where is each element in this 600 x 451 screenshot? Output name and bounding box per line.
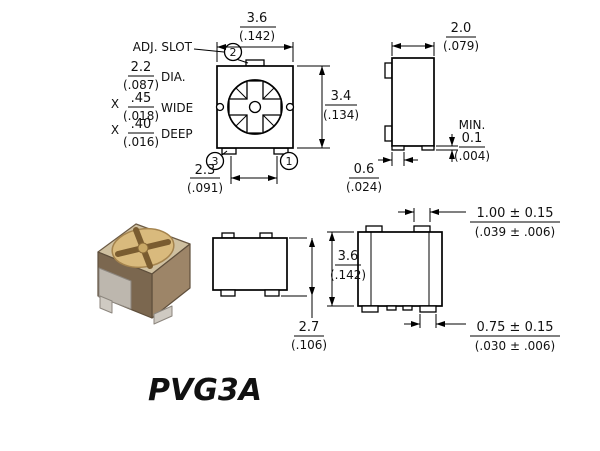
slot-wide-mm: .45 <box>131 91 152 106</box>
body-outline-front-view <box>212 237 288 291</box>
bottom-pad-right <box>264 289 280 297</box>
bottom-pad-left <box>361 305 379 313</box>
slot-wide-inch: (.018) <box>123 109 159 123</box>
dim-total-height-inch: (.142) <box>330 268 366 282</box>
center-foot <box>402 305 413 311</box>
slot-deep-mm: .40 <box>131 117 152 132</box>
dim-body-height-inch: (.106) <box>291 338 327 352</box>
foot-pad-left <box>391 145 405 151</box>
dim-depth-inch: (.079) <box>443 39 479 53</box>
adj-slot-label: ADJ. SLOT <box>133 40 193 54</box>
slot-deep-inch: (.016) <box>123 135 159 149</box>
terminal-number-2: 2 <box>230 46 237 59</box>
top-pad-left <box>365 225 383 233</box>
slot-wide-prefix: X <box>111 97 119 111</box>
leader-line <box>221 150 228 156</box>
component-photo <box>97 223 191 325</box>
photo-rotor-hub <box>137 242 149 254</box>
center-foot <box>386 305 397 311</box>
terminal-balloon-3 <box>205 151 225 171</box>
part-number-label: PVG3A <box>148 373 262 408</box>
dim-height-mm: 3.4 <box>331 89 352 104</box>
slot-wide-suffix: WIDE <box>161 101 193 115</box>
foot-pad-right <box>421 145 435 151</box>
bottom-pad-right <box>419 305 437 313</box>
leader-line <box>235 58 249 64</box>
dim-depth-mm: 2.0 <box>451 21 472 36</box>
pad-width-mm: 0.6 <box>354 162 375 177</box>
dim-pad-bottom-mm: 0.75 ± 0.15 <box>476 320 553 335</box>
standoff-min-label: MIN. <box>459 118 486 132</box>
dim-pad-top-mm: 1.00 ± 0.15 <box>476 206 553 221</box>
side-view: 2.0 (.079) MIN. 0.1 (.004) 0.6 (.024) <box>346 21 490 194</box>
end-view: 3.6 (.142) 2.7 (.106) 1.00 ± 0.15 (.039 … <box>281 206 560 353</box>
side-pivot-left <box>215 102 225 112</box>
rotor-diagonal <box>262 87 275 100</box>
body-outline-end-view <box>357 231 443 307</box>
dim-pad-span-inch: (.091) <box>187 181 223 195</box>
terminal-balloon-1 <box>279 151 299 171</box>
dim-width-mm: 3.6 <box>247 11 268 26</box>
dim-pad-top-inch: (.039 ± .006) <box>475 225 555 239</box>
bottom-pad-left <box>220 289 236 297</box>
leader-line <box>193 48 225 53</box>
rotor-diagonal <box>235 87 248 100</box>
top-pad-right <box>413 225 431 233</box>
terminal-tab-2 <box>245 59 265 67</box>
terminal-number-3: 3 <box>212 155 219 168</box>
dim-body-height-mm: 2.7 <box>299 320 320 335</box>
pad-width-inch: (.024) <box>346 180 382 194</box>
front-view <box>212 232 288 297</box>
dim-total-height-mm: 3.6 <box>338 249 359 264</box>
rotor-diagonal <box>235 114 248 127</box>
side-pivot-right <box>285 102 295 112</box>
side-bump-bottom <box>384 125 393 142</box>
slot-deep-suffix: DEEP <box>161 127 193 141</box>
slot-dia-mm: 2.2 <box>131 60 152 75</box>
terminal-number-1: 1 <box>286 155 293 168</box>
side-bump-top <box>384 62 393 79</box>
dim-pad-span-mm: 2.3 <box>195 163 216 178</box>
rotor-diagonal <box>262 114 275 127</box>
body-outline-side-view <box>391 57 435 147</box>
dim-height-inch: (.134) <box>323 108 359 122</box>
photo-foot-left <box>99 295 113 314</box>
dim-pad-bottom-inch: (.030 ± .006) <box>475 339 555 353</box>
photo-foot-right <box>153 305 173 325</box>
standoff-inch: (.004) <box>454 149 490 163</box>
top-view: 2 3 1 ADJ. SLOT 3.6 (.142) 3.4 (.134) 2.… <box>111 11 359 195</box>
slot-dia-suffix: DIA. <box>161 70 186 84</box>
slot-dia-inch: (.087) <box>123 78 159 92</box>
dim-width-inch: (.142) <box>239 29 275 43</box>
standoff-mm: 0.1 <box>462 131 483 146</box>
rotor-center <box>248 100 262 114</box>
slot-deep-prefix: X <box>111 123 119 137</box>
